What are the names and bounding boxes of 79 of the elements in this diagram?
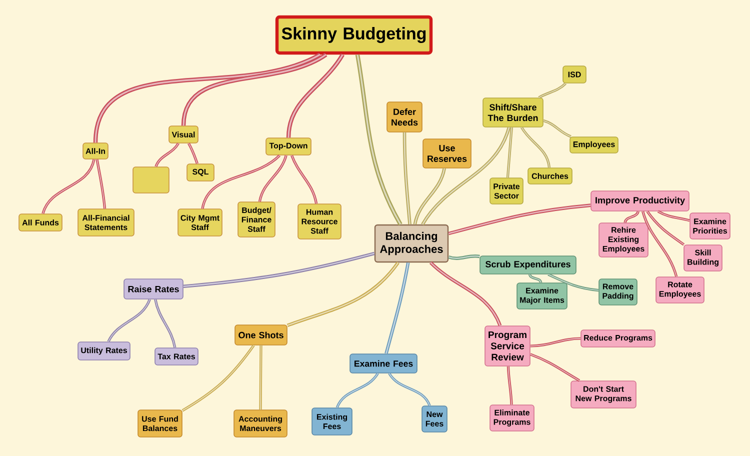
topic-box: Raise Rates [124, 278, 184, 300]
branch-line [448, 254, 480, 260]
branch-line [286, 262, 400, 327]
branch-line [528, 274, 542, 284]
topic-box: Scrub Expenditures [480, 256, 576, 274]
branch-line [93, 52, 321, 143]
topic-box: Churches [528, 168, 572, 184]
branch-line [548, 273, 600, 292]
branch-line [181, 52, 328, 126]
branch-line [530, 353, 580, 382]
branch-line [96, 158, 106, 210]
topic-box: Rehire Existing Employees [598, 222, 648, 258]
topic-box: All-In [82, 142, 108, 160]
topic-box: Balancing Approaches [374, 224, 449, 263]
topic-box: Human Resource Staff [298, 204, 342, 240]
topic-box: Shift/Share The Burden [482, 98, 544, 128]
topic-box: Tax Rates [154, 348, 198, 366]
branch-line [290, 154, 318, 204]
topic-box: All Funds [18, 214, 62, 232]
branch-line [183, 252, 375, 288]
branch-line [42, 158, 96, 214]
topic-box: Remove Padding [598, 278, 638, 306]
branch-line [286, 53, 344, 138]
branch-line [201, 154, 280, 210]
topic-box: Examine Major Items [516, 282, 568, 310]
topic-box: Top-Down [266, 138, 312, 156]
branch-line [258, 154, 288, 202]
branch-line [506, 366, 513, 406]
branch-line [107, 298, 151, 342]
topic-box: New Fees [422, 406, 448, 432]
branch-line [336, 372, 379, 408]
topic-box: Examine Fees [350, 354, 418, 374]
branch-line [646, 210, 685, 246]
topic-box: City Mgmt Staff [178, 208, 222, 236]
central-topic-box: Skinny Budgeting [275, 15, 433, 55]
branch-line [530, 337, 582, 348]
topic-box: One Shots [234, 324, 288, 346]
topic-box: Use Reserves [422, 138, 472, 168]
topic-box: Skill Building [684, 244, 722, 272]
branch-line [188, 142, 198, 164]
topic-box: Examine Priorities [690, 212, 730, 240]
branch-line [448, 204, 591, 236]
topic-box: Defer Needs [386, 102, 422, 132]
topic-box: Visual [168, 126, 198, 144]
branch-line [355, 54, 402, 226]
branch-line [538, 82, 566, 99]
topic-box: Improve Productivity [590, 190, 690, 212]
topic-box: Rotate Employees [656, 276, 704, 304]
branch-line [154, 298, 176, 348]
branch-line [542, 119, 572, 138]
topic-box: Utility Rates [78, 342, 130, 360]
topic-box: All-Financial Statements [78, 208, 134, 236]
branch-line [402, 132, 412, 225]
branch-line [384, 262, 410, 354]
branch-line [624, 210, 640, 224]
topic-box: Eliminate Programs [490, 404, 534, 432]
topic-box: Private Sector [490, 178, 524, 204]
topic-box: Accounting Maneuvers [234, 410, 288, 438]
branch-line [506, 126, 513, 178]
topic-box: SQL [186, 164, 214, 182]
topic-box: Program Service Review [484, 326, 530, 366]
topic-box: Reduce Programs [580, 330, 656, 348]
branch-line [642, 210, 678, 278]
branch-line [182, 344, 255, 412]
topic-box: ISD [562, 66, 586, 84]
branch-line [429, 261, 502, 326]
branch-line [421, 126, 511, 226]
topic-box: Don't Start New Programs [570, 380, 636, 408]
branch-line [154, 142, 180, 168]
topic-box: Employees [570, 136, 618, 154]
branch-line [388, 372, 431, 406]
branch-line [657, 210, 690, 222]
branch-line [413, 168, 446, 225]
topic-box: Budget/ Finance Staff [238, 202, 276, 238]
empty-box [132, 166, 170, 194]
topic-box: Use Fund Balances [138, 410, 182, 438]
topic-box: Existing Fees [312, 408, 352, 436]
branch-line [520, 126, 551, 168]
branch-line [259, 344, 262, 410]
